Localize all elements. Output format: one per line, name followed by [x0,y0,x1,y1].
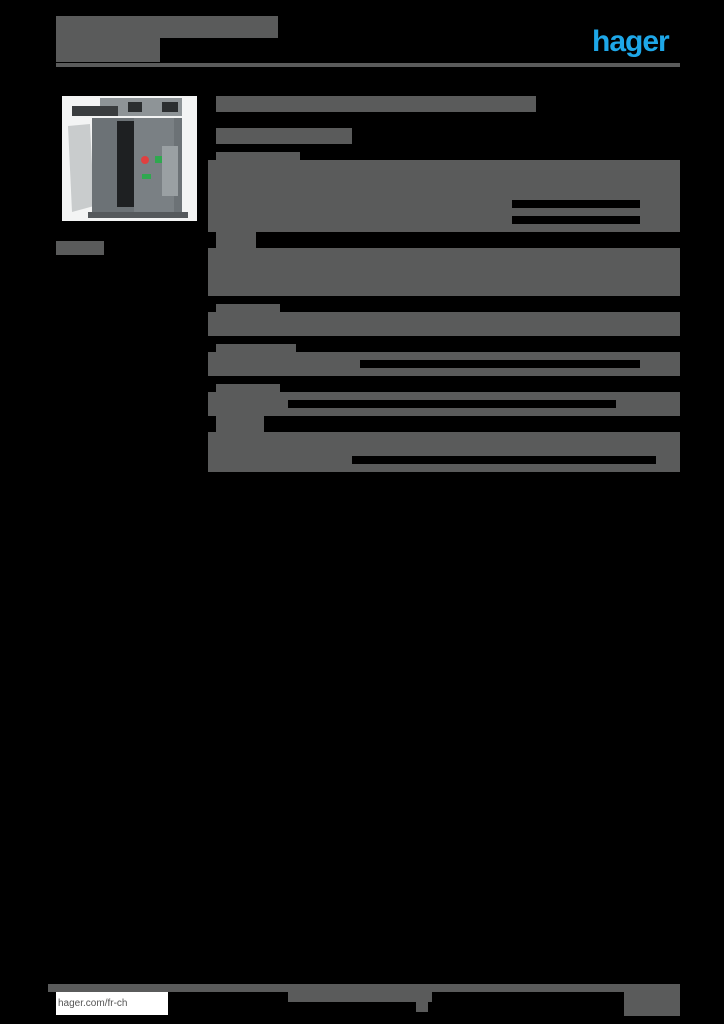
section-6-title [216,416,264,436]
product-image [62,96,197,221]
header-subtitle [56,38,160,62]
section-1-title [216,152,300,162]
section-3-table [208,312,680,336]
section-6-table [208,432,680,472]
footer-page-info [624,992,680,1016]
footer-rule [48,984,680,992]
section-2-table [208,248,680,296]
hager-logo: hager [592,25,670,58]
product-heading [216,96,536,112]
section-2-title [216,232,256,250]
footer-center-text [288,992,432,1002]
product-caption [56,241,104,255]
footer-center-mark [416,1000,428,1012]
header-rule [56,63,680,67]
footer-website-link[interactable]: hager.com/fr-ch [56,992,168,1015]
header-title [56,16,278,38]
header-title-gap [160,40,278,46]
product-subheading [216,128,352,144]
